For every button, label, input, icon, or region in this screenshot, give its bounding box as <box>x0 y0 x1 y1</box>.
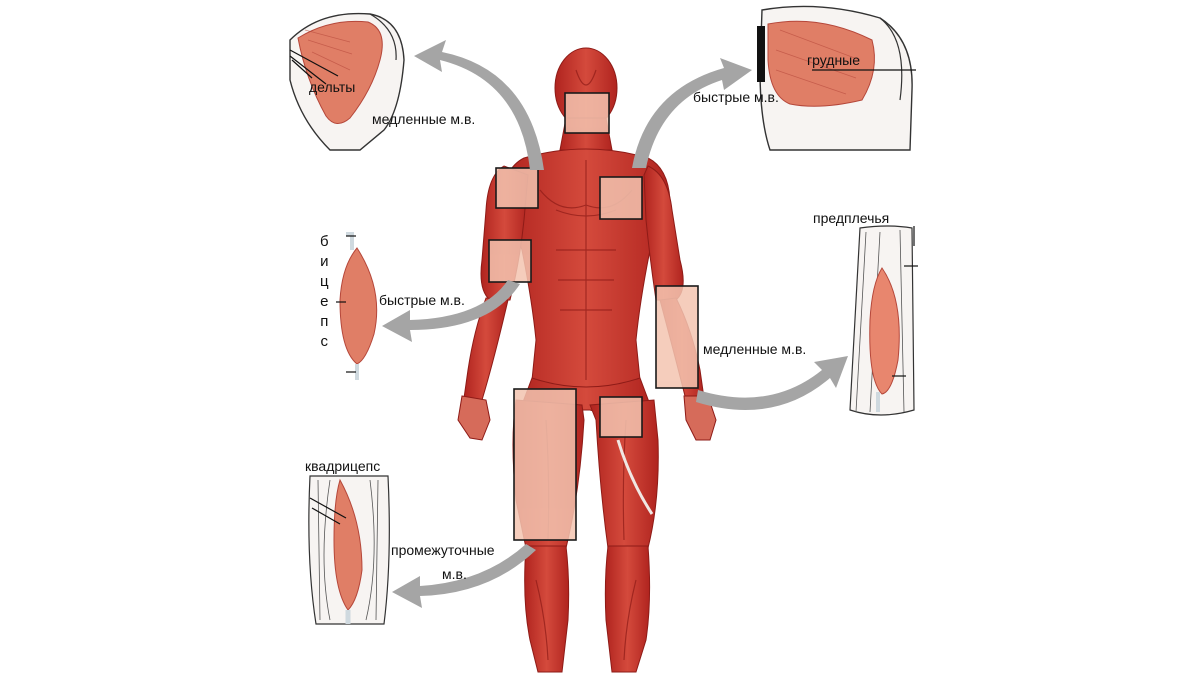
forearm-title: предплечья <box>813 210 890 226</box>
biceps-inset <box>336 232 378 380</box>
box-deltoid <box>495 167 539 209</box>
curved-arrow-right <box>696 356 848 410</box>
forearm-fiber-type: медленные м.в. <box>703 341 807 357</box>
deltoid-pointer-lines <box>289 49 339 85</box>
quadriceps-fiber-type-line2: м.в. <box>442 566 467 582</box>
biceps-letter: и <box>320 253 329 270</box>
box-pectoral <box>599 176 643 220</box>
biceps-vertical-title: б и ц е п с <box>320 232 329 352</box>
biceps-letter: б <box>320 233 329 250</box>
pectoral-inset <box>757 5 916 151</box>
biceps-fiber-type: быстрые м.в. <box>379 292 465 308</box>
deltoid-fiber-type: медленные м.в. <box>372 111 476 127</box>
deltoid-muscle <box>297 20 383 124</box>
biceps-muscle <box>339 247 378 365</box>
box-face <box>564 92 610 134</box>
curved-arrow-left <box>414 40 544 170</box>
quadriceps-pointer-lines <box>309 497 347 525</box>
forearm-muscle <box>869 267 900 395</box>
biceps-letter: п <box>320 313 329 330</box>
left-shin <box>524 545 570 673</box>
quadriceps-inset <box>308 475 390 625</box>
pectoral-muscle <box>767 20 875 107</box>
box-quadriceps <box>513 388 577 541</box>
box-adductor <box>599 396 643 438</box>
biceps-letter: с <box>320 333 329 350</box>
curved-arrow-left <box>392 544 536 608</box>
forearm-inset <box>849 225 918 416</box>
pectoral-title: грудные <box>807 52 861 68</box>
tendon-line <box>616 439 654 515</box>
right-shin <box>604 545 651 673</box>
quadriceps-title: квадрицепс <box>305 458 381 474</box>
quadriceps-fiber-type-line1: промежуточные <box>391 542 495 558</box>
quadriceps-muscle <box>333 478 363 611</box>
biceps-letter: е <box>320 293 329 310</box>
right-upper-arm <box>643 165 684 301</box>
curved-arrow-right <box>632 58 752 168</box>
pectoral-fiber-type: быстрые м.в. <box>693 89 779 105</box>
connector-arrows <box>382 40 848 608</box>
forearm-ticks <box>892 226 918 377</box>
highlight-overlays <box>489 93 698 540</box>
deltoid-title: дельты <box>309 79 356 95</box>
curved-arrow-left <box>382 280 520 342</box>
region-boxes <box>488 92 699 541</box>
left-hand <box>457 395 491 441</box>
sternum-bar <box>757 26 765 82</box>
biceps-letter: ц <box>320 273 329 290</box>
box-forearm <box>655 285 699 389</box>
biceps-ticks <box>336 235 356 373</box>
deltoid-inset <box>289 12 405 151</box>
